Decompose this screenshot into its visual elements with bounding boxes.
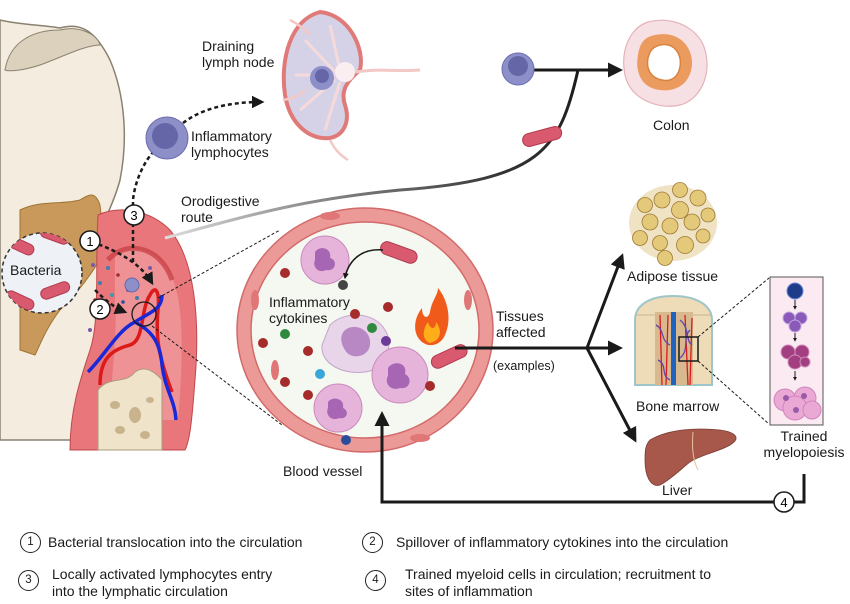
vessel-bacterium-icon: [380, 241, 418, 264]
svg-text:4: 4: [780, 495, 787, 510]
label-adipose-tissue: Adipose tissue: [627, 268, 719, 284]
svg-text:3: 3: [130, 208, 137, 223]
label-orodigestive-route: Orodigestive route: [181, 193, 260, 225]
label-inflammatory-lymphocytes: Inflammatory lymphocytes: [191, 128, 272, 160]
arrow-step-4-return-to-vessel: [374, 411, 806, 504]
artery-in-gum: [98, 288, 174, 393]
step-marker-1: 1: [79, 230, 101, 252]
label-bacteria: Bacteria: [10, 262, 62, 278]
label-trained-myelopoiesis: Trained myelopoiesis: [763, 428, 845, 460]
orodigestive-bacterium-icon: [522, 125, 563, 147]
arrow-to-adipose-tissue: [585, 253, 625, 349]
step-marker-3: 3: [123, 204, 145, 226]
adipose-tissue-icon: [629, 182, 717, 266]
arrow-lymphocyte-to-lymph-node: [182, 95, 265, 124]
colon-icon: [623, 19, 708, 107]
bone-marrow-icon: [634, 294, 713, 386]
label-colon: Colon: [653, 117, 690, 133]
zoom-line-gum-to-vessel-bottom: [151, 325, 283, 426]
svg-text:2: 2: [96, 302, 103, 317]
label-liver: Liver: [662, 482, 693, 498]
label-tissues-affected: Tissues affected: [496, 308, 546, 340]
legend-number-3: 3: [18, 570, 39, 591]
legend-number-1: 1: [20, 532, 41, 553]
legend-text-3: Locally activated lymphocytes entry into…: [52, 566, 273, 599]
label-inflammatory-cytokines: Inflammatory cytokines: [269, 294, 350, 326]
arrow-bacterium-to-cytokine: [342, 249, 384, 280]
arrow-to-liver: [585, 347, 637, 443]
zoom-line-marrow-to-myelopoiesis-bottom: [697, 360, 770, 425]
legend-number-2: 2: [362, 532, 383, 553]
step-marker-2: 2: [89, 298, 111, 320]
inflammatory-lymphocyte-icon: [145, 116, 189, 160]
svg-text:1: 1: [86, 234, 93, 249]
liver-icon: [644, 428, 737, 486]
neutrophil-cell: [371, 346, 429, 404]
arrow-step-3-lymph-entry: [131, 149, 156, 262]
gum-zoom-ring: [131, 301, 157, 327]
tooth-enamel-cap: [4, 28, 101, 72]
gum-border-dark: [106, 245, 175, 281]
neutrophil-cell: [313, 383, 363, 433]
gum-lymphocyte: [124, 277, 140, 293]
circulating-lymphocyte-icon: [501, 52, 535, 86]
legend-text-1: Bacterial translocation into the circula…: [48, 534, 303, 550]
arrow-step-2-cytokine-spillover: [94, 289, 128, 315]
neutrophil-cell: [300, 235, 350, 285]
label-blood-vessel: Blood vessel: [283, 463, 363, 479]
label-bone-marrow: Bone marrow: [636, 398, 720, 414]
zoom-line-marrow-to-myelopoiesis-top: [697, 277, 770, 338]
legend-text-2: Spillover of inflammatory cytokines into…: [396, 534, 729, 550]
arrow-step-1-bacterial-translocation: [91, 240, 154, 286]
label-draining-lymph-node: Draining lymph node: [202, 38, 275, 70]
zoom-line-gum-to-vessel-top: [157, 229, 281, 299]
trained-myelopoiesis-panel: [769, 276, 824, 426]
step-marker-4: 4: [773, 491, 795, 513]
blood-vessel-cross-section: [236, 207, 494, 453]
alveolar-bone: [97, 368, 163, 451]
lymph-node-icon: [281, 9, 421, 162]
label-examples: (examples): [493, 359, 555, 373]
cytokine-dots: [258, 268, 435, 445]
legend-number-4: 4: [365, 570, 386, 591]
inflammation-flame-icon: [415, 288, 449, 346]
legend-text-4: Trained myeloid cells in circulation; re…: [405, 566, 712, 599]
